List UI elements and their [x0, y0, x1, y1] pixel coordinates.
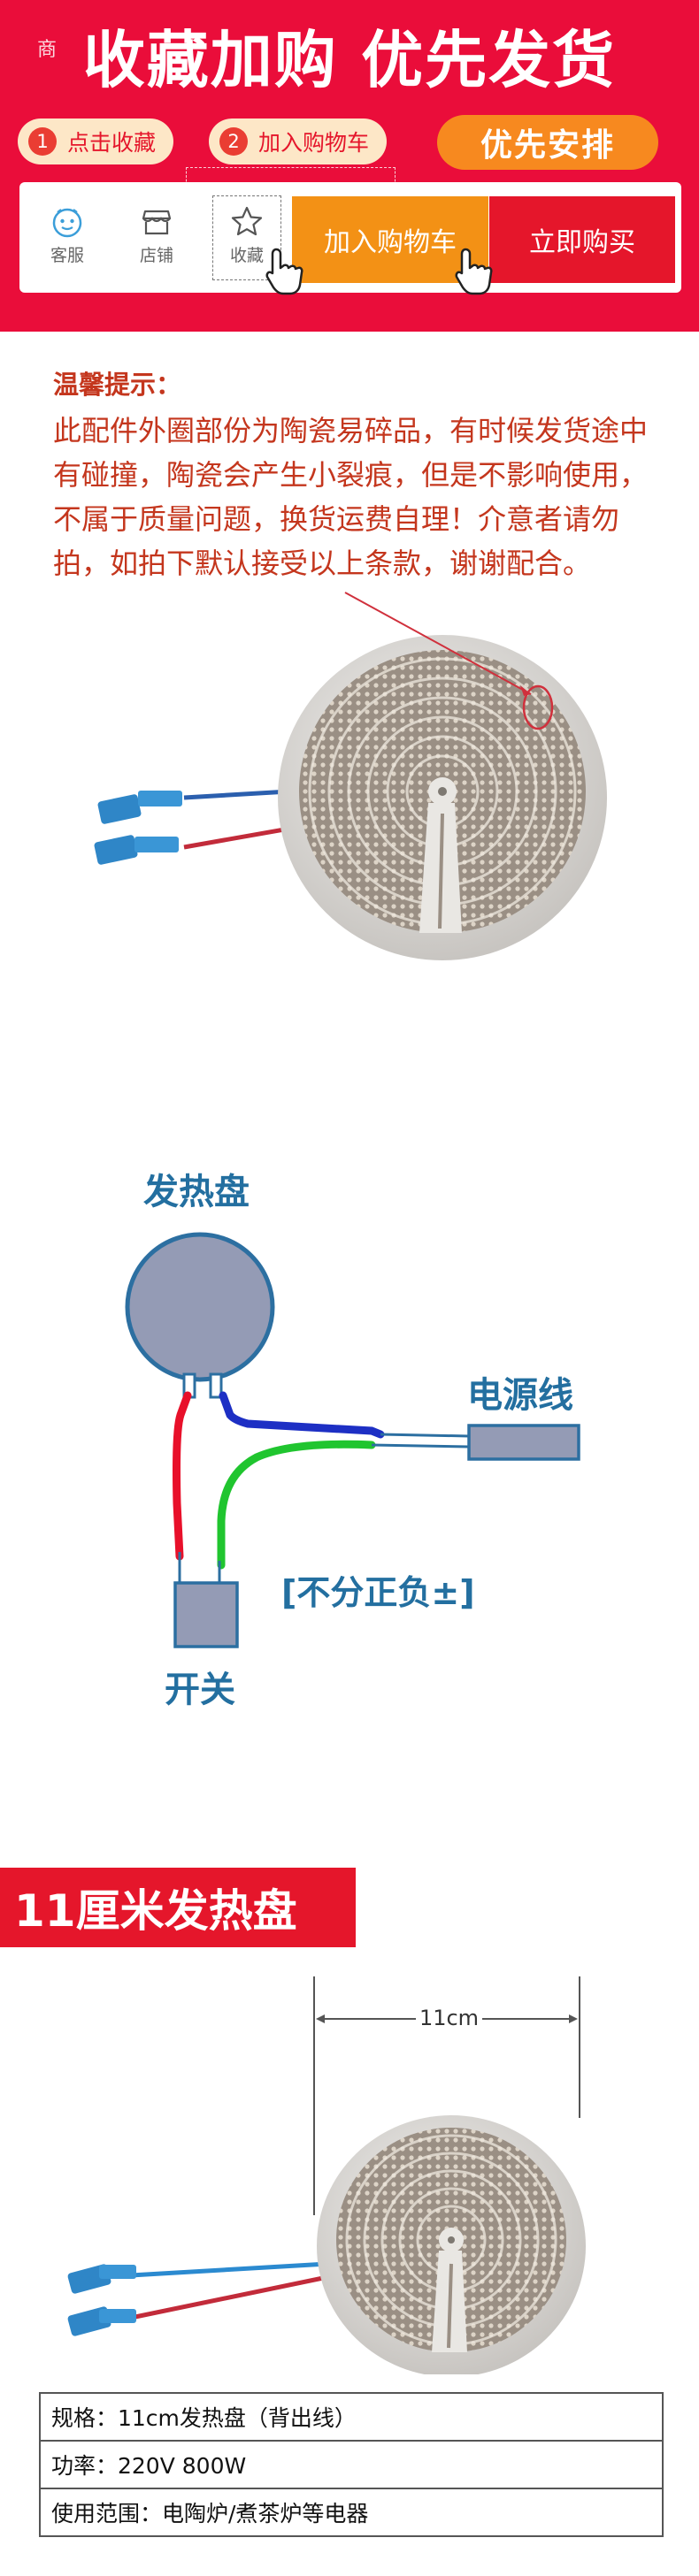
- spec-power: 功率：220V 800W: [39, 2440, 664, 2489]
- service-label: 客服: [50, 246, 84, 265]
- label-power-cord: 电源线: [467, 1375, 573, 1416]
- service-icon: [52, 208, 82, 238]
- wiring-diagram: [125, 1232, 580, 1648]
- corner-mark: 商: [37, 39, 58, 61]
- service-button[interactable]: 客服: [32, 202, 103, 266]
- heating-plate-dimension-photo: [67, 1976, 586, 2374]
- shop-button[interactable]: 店铺: [121, 202, 192, 266]
- tip-text: 此配件外圈部份为陶瓷易碎品，有时候发货途中有碰撞，陶瓷会产生小裂痕，但是不影响使…: [53, 414, 649, 580]
- shop-icon: [142, 210, 172, 235]
- section-title: 11厘米发热盘: [0, 1868, 356, 1947]
- add-to-cart-button[interactable]: 加入购物车: [292, 196, 488, 283]
- table-row: 使用范围：电陶炉/煮茶炉等电器: [39, 2488, 664, 2537]
- step-label: 加入购物车: [258, 130, 370, 156]
- step-label: 点击收藏: [67, 130, 157, 156]
- spec-usage: 使用范围：电陶炉/煮茶炉等电器: [39, 2488, 664, 2537]
- shop-label: 店铺: [139, 246, 173, 265]
- table-row: 功率：220V 800W: [39, 2440, 664, 2489]
- star-icon: [231, 206, 263, 236]
- heating-plate-photo: [94, 592, 607, 960]
- spec-size: 规格：11cm发热盘（背出线）: [39, 2392, 664, 2442]
- label-heating-plate: 发热盘: [143, 1172, 250, 1212]
- spec-table: 规格：11cm发热盘（背出线） 功率：220V 800W 使用范围：电陶炉/煮茶…: [39, 2392, 664, 2537]
- step-number: 2: [219, 127, 248, 156]
- step-add-cart: 2 加入购物车: [209, 118, 388, 164]
- favorite-label: 收藏: [229, 246, 264, 265]
- step-favorite: 1 点击收藏: [18, 118, 174, 164]
- banner-title: 收藏加购 优先发货: [82, 24, 617, 96]
- step-connector: [186, 167, 396, 186]
- favorite-highlight: [212, 195, 281, 280]
- buy-now-button[interactable]: 立即购买: [489, 196, 675, 283]
- tip-title: 温馨提示：: [53, 370, 182, 400]
- pointer-hand-icon: [455, 248, 493, 295]
- favorite-button[interactable]: 收藏: [211, 202, 282, 266]
- table-row: 规格：11cm发热盘（背出线）: [39, 2392, 664, 2442]
- label-switch: 开关: [165, 1670, 235, 1710]
- label-polarity: [不分正负±]: [281, 1573, 475, 1612]
- dimension-label: 11cm: [419, 2006, 480, 2030]
- priority-badge: 优先安排: [437, 115, 658, 170]
- pointer-hand-icon: [265, 248, 303, 295]
- step-number: 1: [28, 127, 57, 156]
